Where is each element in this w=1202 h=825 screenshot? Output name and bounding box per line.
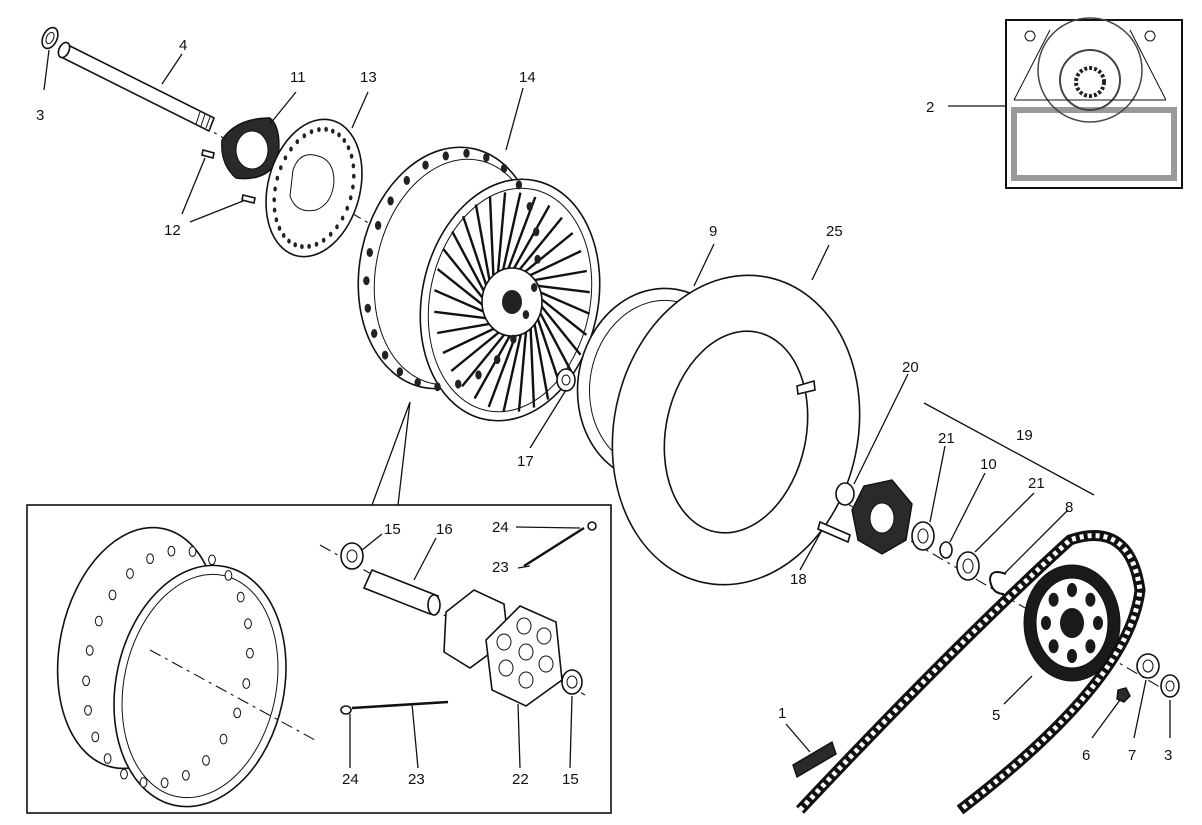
callout-4: 4 — [179, 37, 187, 54]
callout-14: 14 — [519, 69, 536, 86]
detail-inset-frame — [26, 401, 612, 814]
part-18-stud — [817, 520, 851, 544]
callout-11: 11 — [290, 69, 306, 86]
part-20-bearing — [835, 482, 855, 506]
callout-16: 16 — [436, 521, 453, 538]
callout-9: 9 — [709, 223, 717, 240]
callout-22: 22 — [512, 771, 529, 788]
part-21-bearing-b — [956, 551, 980, 581]
callout-18: 18 — [790, 571, 807, 588]
callout-23-top: 23 — [492, 559, 509, 576]
callout-10: 10 — [980, 456, 997, 473]
callout-21-b: 21 — [1028, 475, 1045, 492]
inset-bare-rim — [56, 526, 316, 808]
callout-15-top: 15 — [384, 521, 401, 538]
callout-17: 17 — [517, 453, 534, 470]
callout-8: 8 — [1065, 499, 1073, 516]
leader-lines — [43, 49, 1171, 769]
inset-hub-group — [319, 521, 597, 715]
part-25-tyre — [611, 274, 861, 586]
callout-15-bottom: 15 — [562, 771, 579, 788]
callout-7: 7 — [1128, 747, 1136, 764]
part-10-ring — [939, 541, 953, 559]
part-3-nut-left — [41, 26, 59, 50]
part-chain — [795, 530, 1146, 815]
callout-21-a: 21 — [938, 430, 955, 447]
callout-12: 12 — [164, 222, 181, 239]
callout-1: 1 — [778, 705, 786, 722]
callout-6: 6 — [1082, 747, 1090, 764]
part-19-sprocket-carrier — [851, 402, 1095, 555]
part-2-inset-box — [1005, 17, 1183, 189]
part-13-brake-disc — [265, 118, 363, 258]
callout-23-bottom: 23 — [408, 771, 425, 788]
part-6-nut — [1116, 687, 1131, 703]
callout-25: 25 — [826, 223, 843, 240]
callout-3-right: 3 — [1164, 747, 1172, 764]
callout-13: 13 — [360, 69, 377, 86]
part-11-caliper-bracket — [221, 117, 280, 180]
callout-labels: 3 4 11 13 14 12 9 25 2 17 20 21 19 10 21… — [36, 37, 1172, 788]
part-5-rear-sprocket — [1023, 564, 1121, 682]
callout-19: 19 — [1016, 427, 1033, 444]
callout-20: 20 — [902, 359, 919, 376]
part-4-axle — [57, 41, 216, 133]
callout-2: 2 — [926, 99, 934, 116]
callout-3-left: 3 — [36, 107, 44, 124]
part-3-nut-right — [1160, 674, 1180, 698]
part-21-bearing-a — [911, 521, 935, 551]
part-17-spacer — [556, 368, 576, 392]
part-7-spacer — [1136, 653, 1160, 679]
part-14-spoked-wheel — [357, 146, 601, 422]
part-1-chain-link — [792, 740, 837, 779]
part-8-circlip — [988, 571, 1007, 595]
callout-24-bottom: 24 — [342, 771, 359, 788]
callout-24-top: 24 — [492, 519, 509, 536]
callout-5: 5 — [992, 707, 1000, 724]
part-12-screws — [201, 149, 256, 204]
